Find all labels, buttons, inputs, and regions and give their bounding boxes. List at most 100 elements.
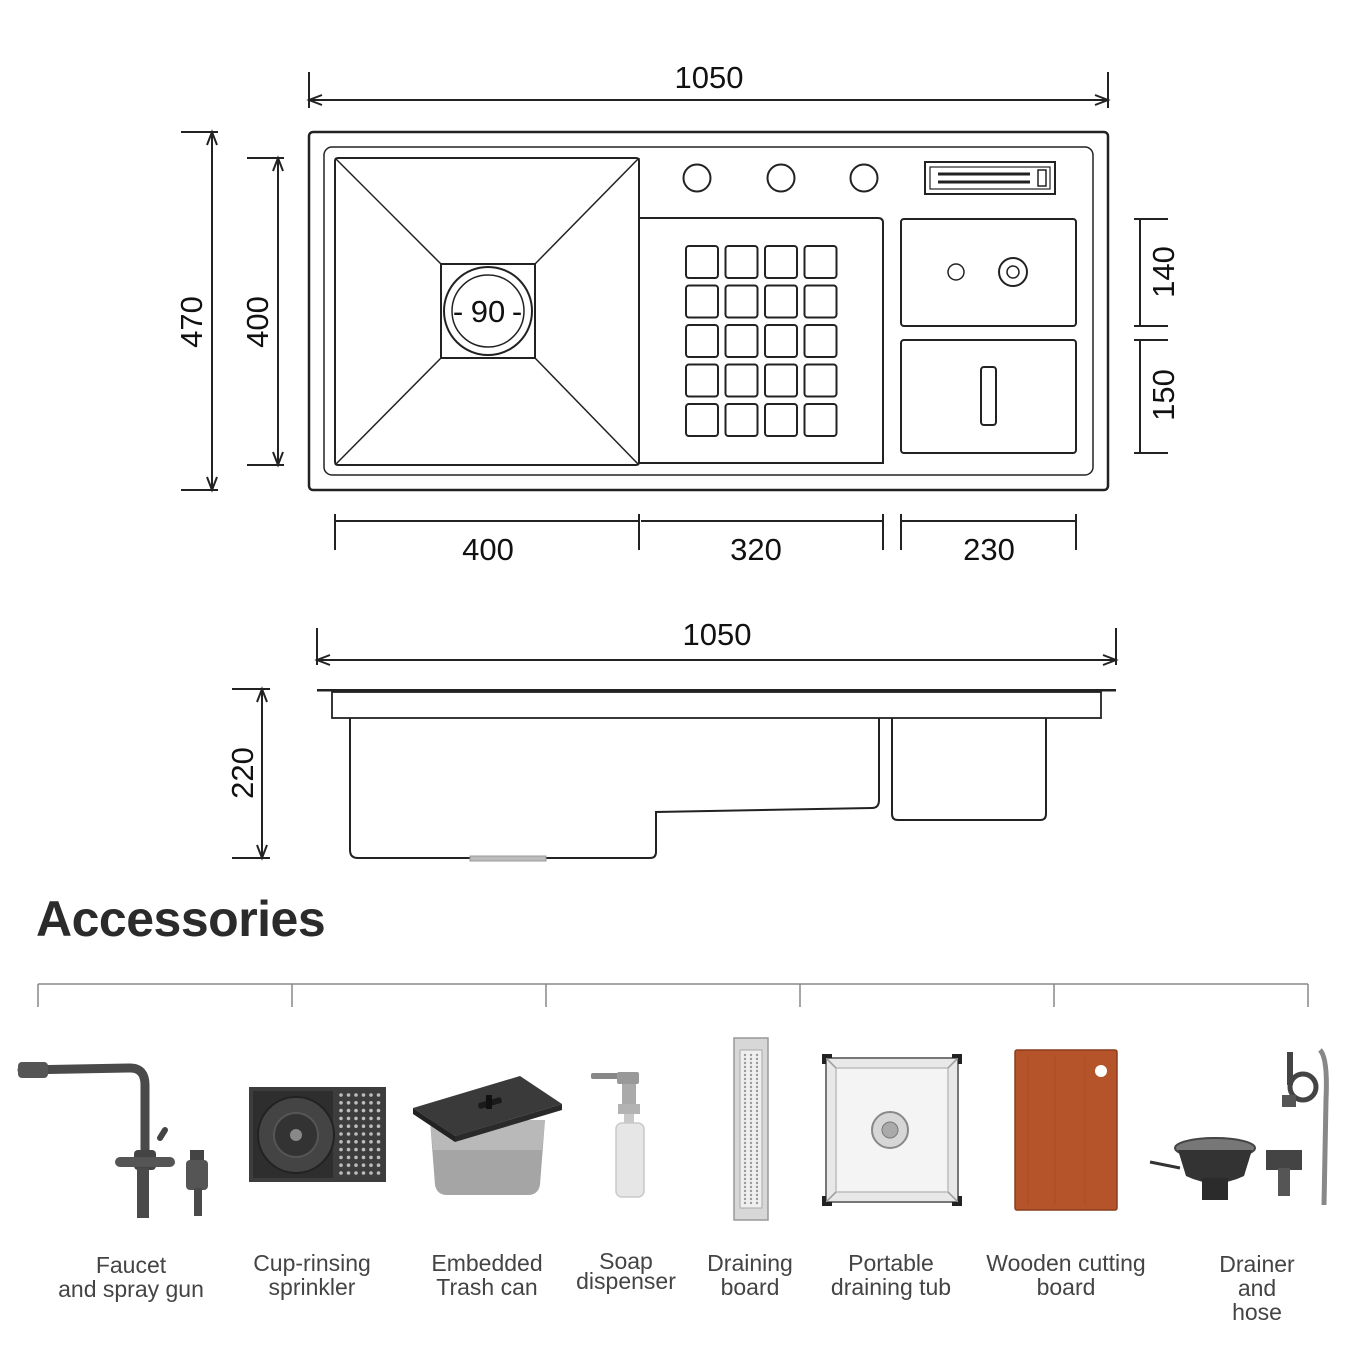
drain-hole-dot [369,1124,373,1128]
dim-side-height: 220 [225,747,260,799]
drainboard-grid-square [764,363,798,398]
drain-hole-dot [354,1140,358,1144]
drain-hole-dot [346,1171,351,1175]
board-hole-dot [755,1073,759,1077]
side-rim [331,691,1102,719]
cup-rinser-compartment [900,218,1077,327]
board-hole-dot [749,1053,753,1057]
drain-hole-dot [376,1108,381,1113]
drain-hole-dot [369,1108,373,1113]
drain-hole-dot [361,1101,366,1105]
board-hole-dot [743,1117,747,1121]
drain-outer-ring [443,266,533,356]
drain-hole-dot [361,1140,366,1144]
drain-hole-dot [346,1132,351,1136]
board-hole-dot [743,1133,747,1137]
board-hole-dot [743,1181,747,1185]
drain-hole-dot [354,1101,358,1105]
faucet-icon [17,1062,208,1218]
board-hole-dot [743,1053,747,1057]
board-hole-dot [749,1073,753,1077]
board-hole-dot [743,1089,747,1093]
cup-rinser-icon [249,1087,386,1182]
side-trash-profile [891,718,1047,821]
board-hole-dot [755,1109,759,1113]
dim-basin-depth: 400 [240,296,275,348]
drain-hole-dot [361,1147,366,1152]
board-hole-dot [755,1157,759,1161]
dim-total-depth: 470 [174,296,209,348]
board-hole-dot [755,1121,759,1125]
board-hole-dot [755,1117,759,1121]
draining-board-holes [743,1053,759,1205]
board-hole-dot [755,1061,759,1065]
dim-drain-size: 90 [471,294,505,329]
drain-hole-dot [339,1155,343,1160]
drainboard-area [639,217,884,464]
board-hole-dot [749,1133,753,1137]
drain-hole-dot [354,1124,358,1128]
board-hole-dot [743,1061,747,1065]
drain-hole-dot [376,1155,381,1160]
dim-top-total-width: 1050 [675,60,744,95]
board-hole-dot [743,1157,747,1161]
trash-can-icon [413,1076,562,1195]
board-hole-dot [749,1149,753,1153]
drainboard-grid-square [803,245,838,279]
board-hole-dot [743,1137,747,1141]
board-hole-dot [755,1145,759,1149]
soap-dispenser-icon [591,1072,645,1198]
drainboard-grid-square [685,363,719,398]
drain-hole-dot [361,1093,366,1097]
board-hole-dot [743,1093,747,1097]
drain-hole-dot [376,1132,381,1136]
drainer-hose-label: Drainer and hose [1219,1251,1295,1325]
board-hole-dot [749,1201,753,1205]
drain-inner-ring [451,274,525,348]
side-top-slab [317,689,1116,692]
drain-hole-dot [376,1147,381,1152]
board-hole-dot [749,1181,753,1185]
drain-hole-dot [346,1147,351,1152]
drainboard-grid-square [803,324,838,358]
drain-hole-dot [339,1124,343,1128]
board-hole-dot [755,1133,759,1137]
board-hole-dot [755,1053,759,1057]
board-hole-dot [743,1197,747,1201]
board-hole-dot [749,1113,753,1117]
drain-hole-dot [339,1140,343,1144]
board-hole-dot [749,1173,753,1177]
drain-hole-dot [361,1171,366,1175]
board-hole-dot [743,1081,747,1085]
board-hole-dot [743,1169,747,1173]
dim-side-total-width: 1050 [683,617,752,652]
drain-size-dash-right: - [512,294,522,329]
board-hole-dot [755,1169,759,1173]
drain-hole-dot [361,1124,366,1128]
board-hole-dot [755,1101,759,1105]
dim-right-bottom: 150 [1146,369,1181,421]
board-hole-dot [755,1089,759,1093]
cup-rinser-drain-holes [339,1093,381,1175]
drainboard-grid-square [803,403,838,437]
top-view [181,72,1168,550]
board-hole-dot [749,1101,753,1105]
drain-hole-dot [369,1132,373,1136]
board-hole-dot [743,1109,747,1113]
drain-hole-dot [369,1147,373,1152]
drain-hole-dot [376,1093,381,1097]
drain-hole-dot [376,1171,381,1175]
drainboard-grid-square [685,245,719,279]
board-hole-dot [743,1201,747,1205]
drain-hole-dot [346,1163,351,1167]
board-hole-dot [749,1177,753,1181]
board-hole-dot [743,1177,747,1181]
drain-hole-dot [346,1124,351,1128]
board-hole-dot [755,1153,759,1157]
drainboard-grid-square [764,284,798,319]
drainboard-grid-square [764,403,798,437]
board-hole-dot [743,1113,747,1117]
board-hole-dot [755,1149,759,1153]
board-hole-dot [749,1129,753,1133]
board-hole-dot [743,1161,747,1165]
